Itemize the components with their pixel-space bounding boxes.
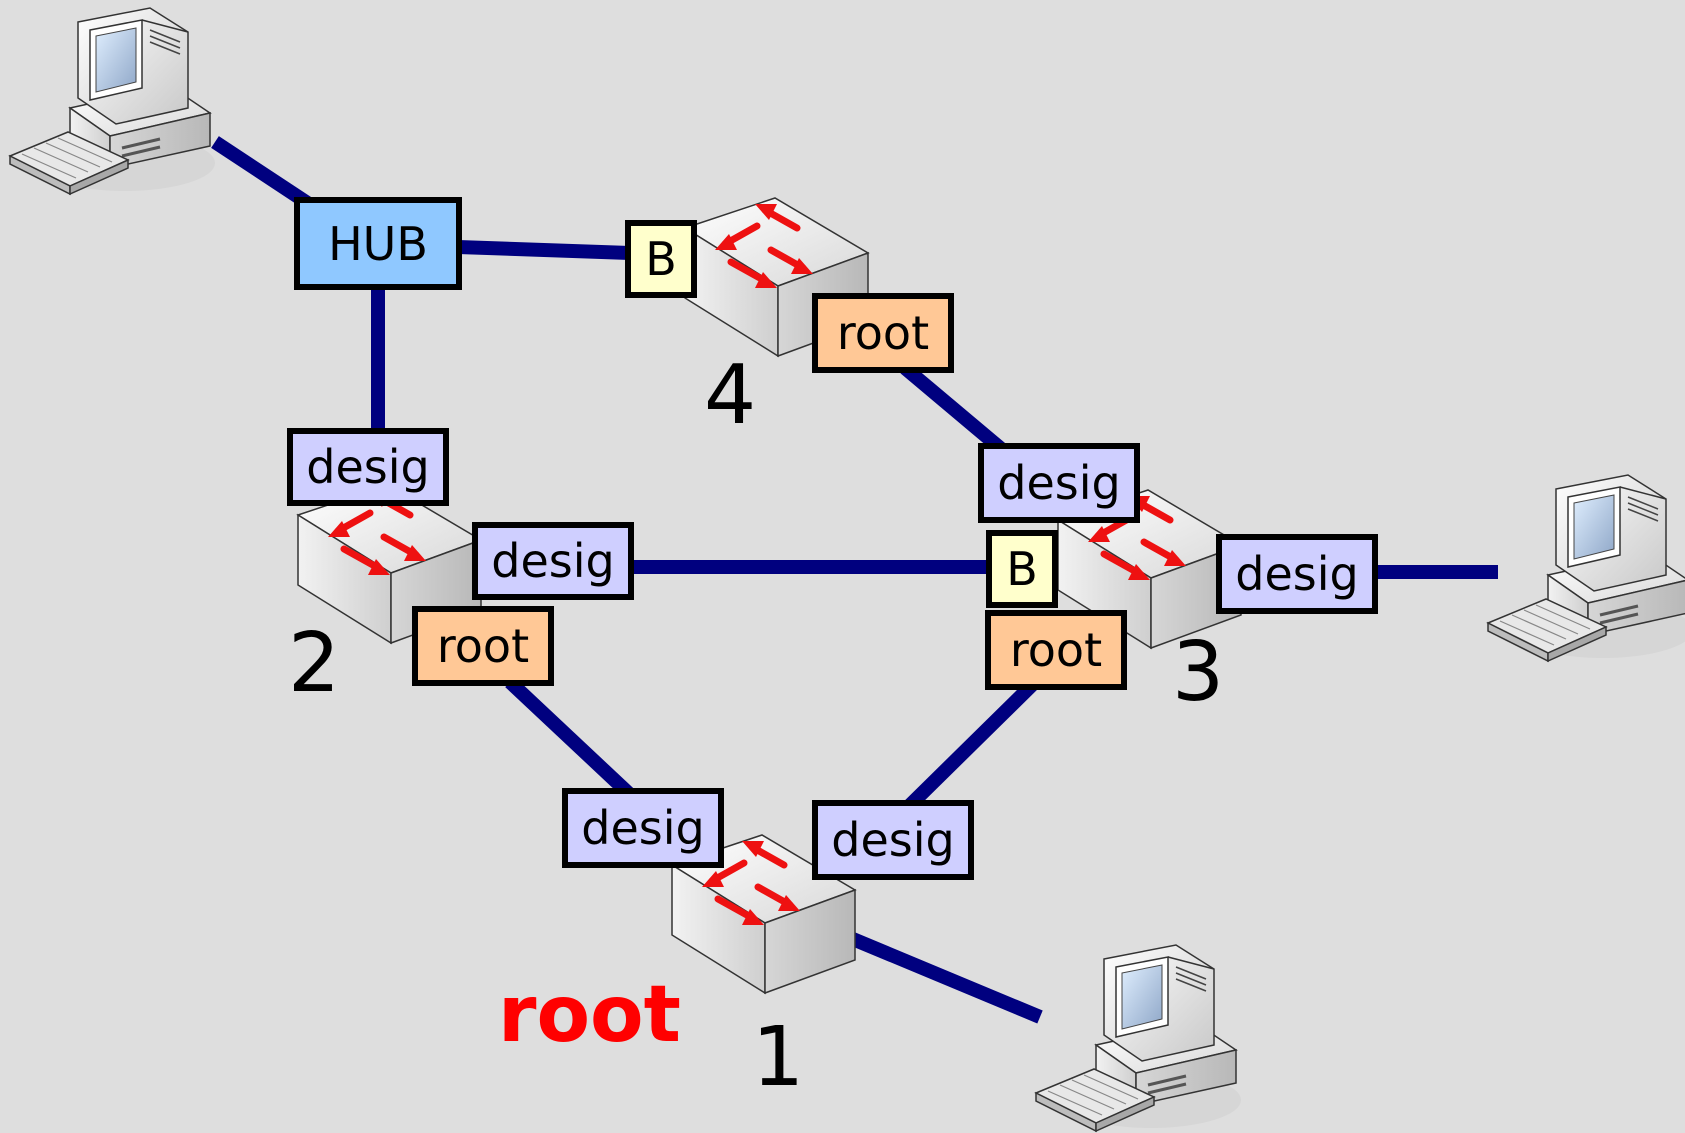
designated-port-switch1-right: desig (812, 800, 974, 880)
computer-icon (1034, 943, 1243, 1133)
link-hub-switch4 (457, 240, 631, 260)
root-port-switch4: root (812, 293, 954, 373)
link-switch1-pc (845, 930, 1043, 1024)
switch-3-id: 3 (1172, 625, 1225, 720)
designated-port-switch2-right: desig (472, 522, 634, 600)
designated-port-switch3-right: desig (1216, 534, 1378, 614)
switch-4-id: 4 (704, 348, 757, 443)
computer-icon (8, 6, 217, 196)
root-bridge-label: root (498, 970, 681, 1060)
link-switch2-switch1 (505, 676, 645, 810)
designated-port-switch1-left: desig (562, 788, 724, 868)
designated-port-switch3-top: desig (978, 443, 1140, 523)
switch-1-id: 1 (752, 1010, 805, 1105)
switch-2-id: 2 (288, 616, 341, 711)
computer-icon (1486, 473, 1685, 663)
blocked-port-switch4: B (625, 220, 697, 298)
designated-port-switch2-top: desig (287, 428, 449, 506)
hub-box: HUB (294, 197, 462, 290)
blocked-port-switch3: B (986, 530, 1058, 608)
root-port-switch2: root (412, 606, 554, 686)
link-switch3-switch1 (895, 680, 1037, 820)
root-port-switch3: root (985, 610, 1127, 690)
